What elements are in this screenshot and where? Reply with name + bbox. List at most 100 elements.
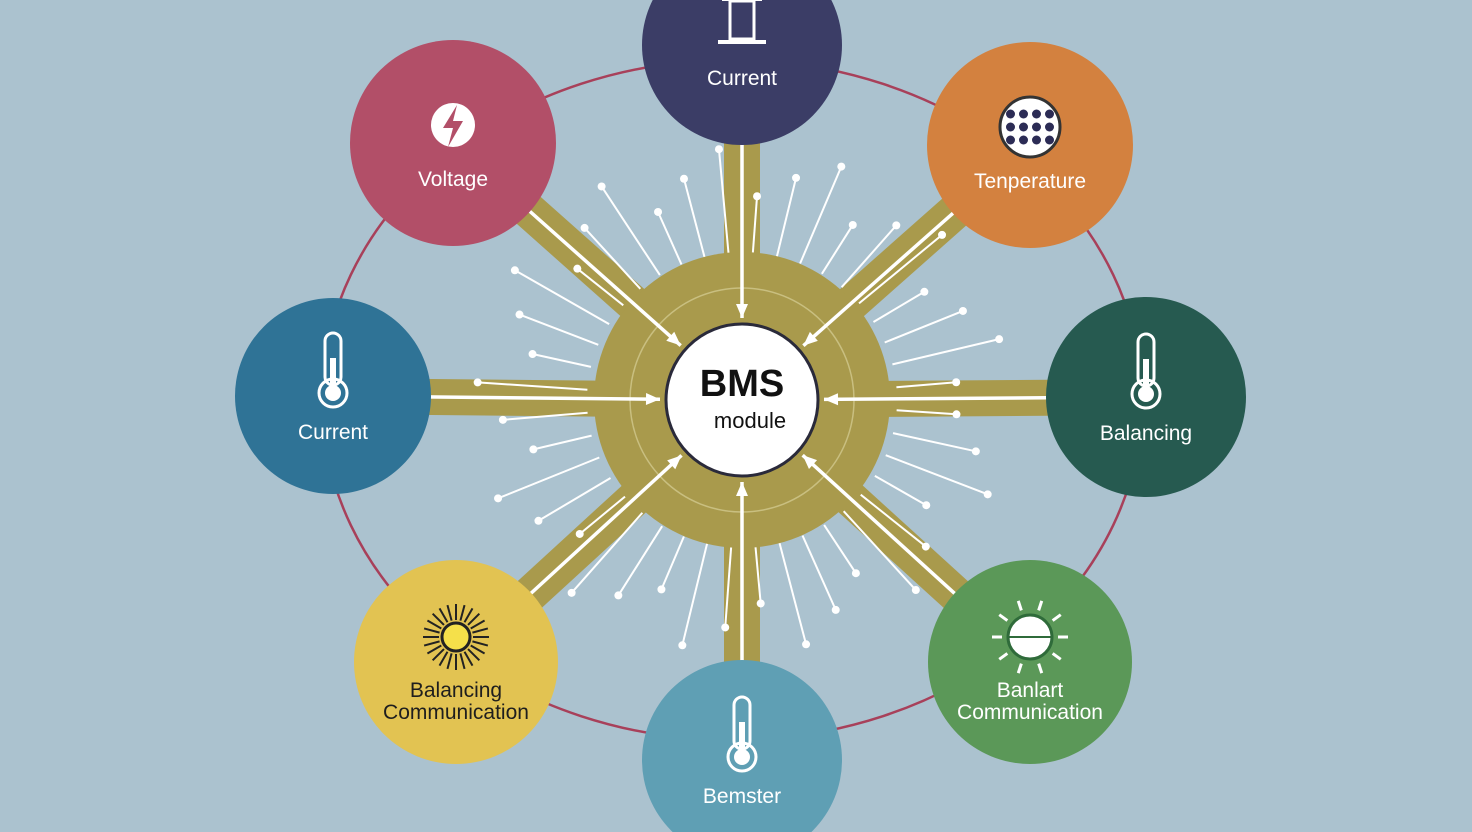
spoke-line	[477, 381, 588, 391]
arrow-head-icon	[823, 393, 839, 406]
spoke-dot	[657, 585, 666, 594]
arrow-head-icon	[736, 304, 748, 318]
spoke-line	[751, 196, 759, 254]
hub: BMS module	[594, 252, 890, 548]
thermometer-icon	[1130, 332, 1162, 410]
node-current-left[interactable]: Current	[235, 298, 431, 494]
node-circle[interactable]	[642, 0, 842, 145]
spoke-dot	[756, 599, 765, 608]
node-label: Banlart	[997, 679, 1064, 702]
spoke-dot	[971, 447, 980, 456]
spoke-line	[799, 166, 843, 264]
spoke-dot	[714, 145, 723, 154]
spoke-line	[519, 313, 599, 346]
spoke-dot	[848, 220, 857, 229]
spoke-line	[497, 456, 600, 500]
spoke-dot	[567, 588, 576, 597]
spoke-line	[778, 542, 808, 645]
spoke-line	[885, 454, 989, 496]
spoke-line	[579, 495, 626, 535]
spoke-dot	[654, 207, 663, 216]
spoke-dot	[614, 591, 623, 600]
spoke-dot	[851, 569, 860, 578]
spoke-dot	[575, 529, 584, 538]
pillar-icon	[718, 0, 766, 44]
spoke-line	[775, 177, 798, 257]
spoke-line	[842, 510, 917, 591]
spoke-line	[660, 536, 685, 590]
globe-sun-icon	[992, 600, 1068, 674]
spoke-line	[892, 338, 1000, 366]
spoke-dot	[679, 174, 688, 183]
spoke-line	[754, 546, 762, 604]
arrow-line	[802, 192, 977, 347]
spoke-line	[537, 477, 612, 522]
spoke-dot	[573, 264, 582, 273]
spoke-dot	[952, 378, 961, 387]
spoke-line	[872, 290, 925, 323]
spoke-dot	[529, 445, 538, 454]
node-bemster[interactable]: Bemster	[642, 660, 842, 832]
battery-cells-icon	[998, 95, 1062, 159]
spoke-line	[514, 269, 610, 326]
spoke-line	[801, 535, 837, 611]
bms-subtitle: module	[714, 408, 786, 433]
spoke-dot	[753, 192, 762, 201]
sun-icon	[423, 604, 489, 670]
arrow-head-icon	[803, 331, 818, 346]
spoke-dot	[802, 640, 811, 649]
arrow-head-icon	[645, 393, 661, 406]
arrow-head-icon	[802, 455, 818, 470]
node-label: Current	[298, 421, 368, 444]
spoke-dot	[580, 223, 589, 232]
spoke-line	[823, 524, 857, 574]
spoke-line	[600, 185, 661, 276]
spoke-line	[681, 543, 709, 646]
spoke-dot	[473, 378, 482, 387]
arrow-line	[507, 454, 683, 615]
node-current-top[interactable]: Current	[642, 0, 842, 145]
node-label: Current	[707, 67, 777, 90]
spoke-line	[896, 381, 957, 389]
spoke-dot	[920, 287, 929, 296]
spoke-line	[576, 267, 624, 307]
arrow-line	[801, 453, 978, 615]
thermometer-icon	[726, 695, 758, 773]
spoke-dot	[911, 586, 920, 595]
node-balancing[interactable]: Balancing	[1046, 297, 1246, 497]
spoke-line	[532, 353, 592, 368]
node-temperature[interactable]: Tenperature	[927, 42, 1133, 248]
spoke-line	[683, 178, 706, 258]
arrow-line	[823, 395, 1077, 402]
bms-module-circle[interactable]	[664, 322, 820, 478]
spoke-line	[502, 411, 588, 421]
node-label: Balancing	[1100, 422, 1192, 445]
spoke-line	[533, 434, 592, 451]
spoke-line	[884, 310, 964, 344]
spoke-dot	[678, 641, 687, 650]
spoke-dot	[952, 410, 961, 419]
spoke-dot	[938, 230, 947, 239]
spoke-dot	[922, 501, 931, 510]
spoke-line	[874, 474, 927, 507]
spoke-line	[657, 211, 683, 265]
spoke-dot	[510, 266, 519, 275]
spoke-dot	[515, 310, 524, 319]
node-label: Communication	[957, 701, 1103, 724]
spoke-dot	[958, 306, 967, 315]
node-voltage[interactable]: Voltage	[350, 40, 556, 246]
spoke-dot	[995, 335, 1004, 344]
spoke-dot	[831, 605, 840, 614]
node-label: Balancing	[410, 679, 502, 702]
node-label: Voltage	[418, 168, 488, 191]
spoke-line	[724, 546, 733, 628]
spoke-line	[860, 493, 927, 548]
spoke-dot	[837, 162, 846, 171]
thermometer-icon	[317, 331, 349, 409]
node-circle[interactable]	[928, 560, 1132, 764]
spoke-line	[896, 409, 957, 416]
arrow-line	[400, 394, 661, 401]
